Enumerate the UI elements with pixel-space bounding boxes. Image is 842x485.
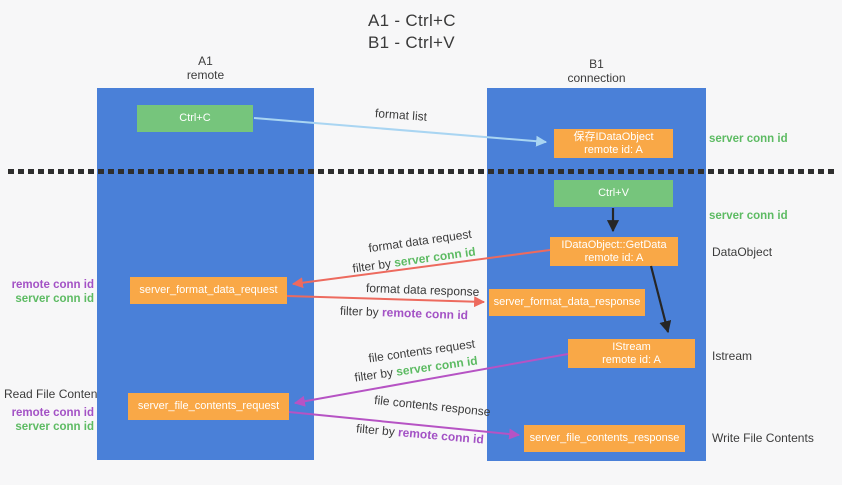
node-ctrl-c: Ctrl+C (137, 105, 253, 132)
node-getdata-line1: IDataObject::GetData (561, 238, 667, 251)
label-istream: Istream (712, 349, 753, 363)
label-server-conn-id-2: server conn id (15, 421, 94, 433)
flow-label-file-contents-response: file contents response (373, 392, 492, 420)
label-remote-conn-id-1: remote conn id (11, 279, 94, 291)
node-istream-line1: IStream (612, 340, 651, 353)
diagram-title: A1 - Ctrl+C B1 - Ctrl+V (368, 10, 456, 54)
node-server-format-data-request: server_format_data_request (130, 277, 287, 304)
node-server-format-data-request-label: server_format_data_request (139, 284, 278, 296)
node-save-idataobject-line2: remote id: A (584, 143, 643, 156)
title-line-a1: A1 - Ctrl+C (368, 11, 456, 30)
session-divider-dotted-line (8, 169, 834, 174)
node-ctrl-v: Ctrl+V (554, 180, 673, 207)
node-server-file-contents-response-label: server_file_contents_response (529, 432, 680, 444)
label-remote-conn-id-2: remote conn id (11, 407, 94, 419)
column-a1-subtitle: remote (186, 68, 225, 82)
column-header-a1: A1 remote (97, 54, 314, 82)
node-getdata-line2: remote id: A (584, 251, 644, 264)
node-server-format-data-response: server_format_data_response (489, 289, 645, 316)
node-server-file-contents-response: server_file_contents_response (524, 425, 685, 452)
flow-label-filter-format-response: filter by remote conn id (340, 304, 468, 322)
filter-by-text: filter by (339, 303, 383, 320)
node-server-file-contents-request: server_file_contents_request (128, 393, 289, 420)
remote-conn-id-text: remote conn id (397, 425, 485, 447)
label-server-conn-id-top-right: server conn id (709, 133, 788, 145)
label-server-conn-id-mid-right: server conn id (709, 210, 788, 222)
column-a1-name: A1 (198, 54, 213, 68)
remote-conn-id-text: remote conn id (381, 305, 469, 323)
node-istream-line2: remote id: A (602, 353, 661, 366)
column-header-b1: B1 connection (487, 57, 706, 85)
flow-label-format-data-response: format data response (365, 281, 480, 299)
filter-by-text: filter by (351, 255, 396, 276)
filter-by-text: filter by (355, 421, 399, 440)
node-save-idataobject: 保存IDataObject remote id: A (554, 129, 673, 158)
node-save-idataobject-line1: 保存IDataObject (573, 130, 654, 143)
filter-by-text: filter by (353, 364, 398, 385)
node-istream: IStream remote id: A (568, 339, 695, 368)
node-ctrl-v-label: Ctrl+V (598, 187, 629, 199)
column-b1-name: B1 (589, 57, 604, 71)
title-line-b1: B1 - Ctrl+V (368, 33, 455, 52)
column-b1-subtitle: connection (567, 71, 626, 85)
flow-label-filter-file-response: filter by remote conn id (356, 421, 485, 446)
node-ctrl-c-label: Ctrl+C (179, 112, 211, 124)
label-dataobject: DataObject (712, 245, 773, 259)
label-server-conn-id-1: server conn id (15, 293, 94, 305)
label-write-file-contents: Write File Contents (712, 431, 814, 445)
node-server-format-data-response-label: server_format_data_response (493, 296, 641, 308)
label-read-file-contents: Read File Contents (4, 387, 107, 401)
node-server-file-contents-request-label: server_file_contents_request (137, 400, 280, 412)
node-idataobject-getdata: IDataObject::GetData remote id: A (550, 237, 678, 266)
flow-label-format-list: format list (374, 106, 428, 124)
